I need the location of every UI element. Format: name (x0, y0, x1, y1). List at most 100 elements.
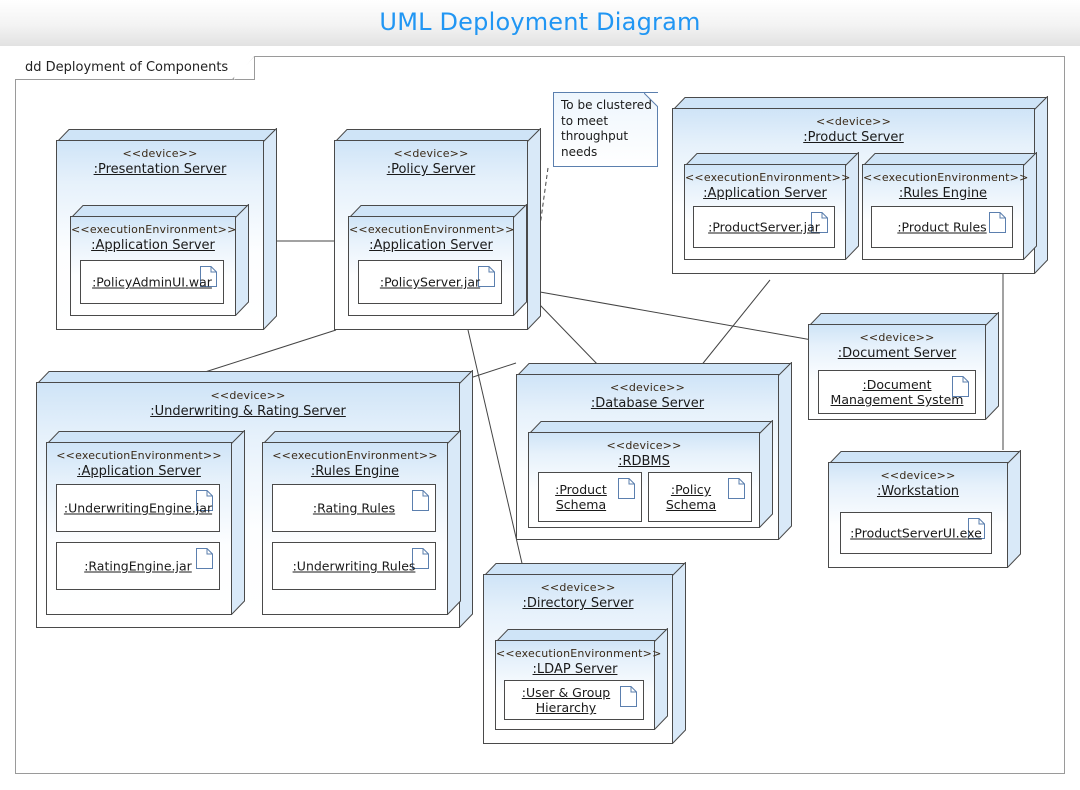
node-stereotype: <<executionEnvironment>> (56, 449, 222, 462)
artifact-ratingengine-jar[interactable]: :RatingEngine.jar (56, 542, 220, 590)
node-underwriting-rules-engine[interactable]: <<executionEnvironment>> :Rules Engine :… (261, 429, 461, 616)
artifact-label: :Document Management System (830, 377, 964, 407)
artifact-label: :ProductServerUI.exe (850, 525, 982, 541)
node-stereotype: <<device>> (393, 147, 469, 160)
node-stereotype: <<executionEnvironment>> (496, 647, 662, 660)
node-underwriting-rating-server[interactable]: <<device>> :Underwriting & Rating Server… (35, 369, 473, 629)
node-side-face (263, 127, 277, 331)
document-icon (478, 266, 495, 287)
document-icon (952, 376, 969, 397)
artifact-label: :UnderwritingEngine.jar (63, 500, 213, 516)
node-side-face (527, 127, 541, 331)
artifact-label: :Product Schema (555, 482, 607, 512)
artifact-productserverui-exe[interactable]: :ProductServerUI.exe (840, 512, 992, 554)
artifact-label: :Rating Rules (312, 500, 396, 516)
node-name: :Rules Engine (310, 464, 400, 479)
artifact-rating-rules[interactable]: :Rating Rules (272, 484, 436, 532)
note-clustering: To be clustered to meet throughput needs (553, 92, 659, 167)
node-name: :Application Server (369, 238, 493, 253)
node-product-app-server[interactable]: <<executionEnvironment>> :Application Se… (683, 151, 859, 261)
node-name: :Database Server (590, 396, 705, 411)
node-name: :Policy Server (386, 162, 476, 177)
node-product-rules-engine[interactable]: <<executionEnvironment>> :Rules Engine :… (861, 151, 1037, 261)
node-stereotype: <<executionEnvironment>> (349, 223, 515, 236)
node-name: :Underwriting & Rating Server (150, 404, 346, 419)
document-icon (412, 490, 429, 511)
app-header: UML Deployment Diagram (0, 0, 1080, 46)
artifact-underwriting-rules[interactable]: :Underwriting Rules (272, 542, 436, 590)
artifact-label: :PolicyServer.jar (379, 274, 481, 290)
node-name: :Application Server (703, 186, 827, 201)
node-name: :Application Server (77, 464, 201, 479)
document-icon (200, 266, 217, 287)
node-side-face (759, 419, 773, 529)
frame-label-text: dd Deployment of Components (25, 60, 229, 75)
artifact-document-management-system[interactable]: :Document Management System (818, 370, 976, 414)
node-side-face (1007, 449, 1021, 569)
node-side-face (1023, 151, 1037, 261)
artifact-label: :Product Rules (897, 219, 987, 235)
document-icon (620, 686, 637, 707)
artifact-underwritingengine-jar[interactable]: :UnderwritingEngine.jar (56, 484, 220, 532)
note-fold-corner (643, 92, 659, 108)
document-icon (412, 548, 429, 569)
node-presentation-server[interactable]: <<device>> :Presentation Server <<execut… (55, 127, 277, 331)
artifact-label: :Policy Schema (665, 482, 717, 512)
artifact-productserver-jar[interactable]: :ProductServer.jar (693, 206, 835, 248)
note-text: To be clustered to meet throughput needs (561, 98, 652, 159)
node-stereotype: <<device>> (859, 331, 935, 344)
node-side-face (845, 151, 859, 261)
document-icon (728, 478, 745, 499)
artifact-label: :RatingEngine.jar (84, 558, 192, 574)
node-stereotype: <<executionEnvironment>> (685, 171, 851, 184)
node-side-face (778, 361, 792, 541)
document-icon (618, 478, 635, 499)
node-product-server[interactable]: <<device>> :Product Server <<executionEn… (671, 95, 1048, 275)
node-side-face (985, 311, 999, 421)
artifact-policyadminui-war[interactable]: :PolicyAdminUI.war (80, 260, 224, 304)
node-name: :Rules Engine (898, 186, 988, 201)
node-directory-server[interactable]: <<device>> :Directory Server <<execution… (482, 561, 686, 745)
node-side-face (513, 203, 527, 317)
node-policy-server[interactable]: <<device>> :Policy Server <<executionEnv… (333, 127, 541, 331)
artifact-policyserver-jar[interactable]: :PolicyServer.jar (358, 260, 502, 304)
artifact-product-schema[interactable]: :Product Schema (538, 472, 642, 522)
node-name: :Presentation Server (93, 162, 227, 177)
node-name: :Document Server (837, 346, 957, 361)
artifact-product-rules[interactable]: :Product Rules (871, 206, 1013, 248)
node-name: :RDBMS (618, 454, 670, 469)
node-presentation-app-server[interactable]: <<executionEnvironment>> :Application Se… (69, 203, 249, 317)
node-stereotype: <<device>> (122, 147, 198, 160)
frame-label: dd Deployment of Components (15, 56, 256, 80)
artifact-user-group-hierarchy[interactable]: :User & Group Hierarchy (504, 680, 644, 720)
node-name: :LDAP Server (532, 662, 618, 677)
node-side-face (654, 627, 668, 731)
node-stereotype: <<device>> (606, 439, 682, 452)
document-icon (811, 212, 828, 233)
node-side-face (235, 203, 249, 317)
artifact-label: :User & Group Hierarchy (521, 685, 611, 715)
document-icon (989, 212, 1006, 233)
artifact-label: :Underwriting Rules (292, 558, 416, 574)
node-database-server[interactable]: <<device>> :Database Server <<device>> :… (515, 361, 792, 541)
node-rdbms[interactable]: <<device>> :RDBMS :Product Schema (527, 419, 773, 529)
node-policy-app-server[interactable]: <<executionEnvironment>> :Application Se… (347, 203, 527, 317)
node-stereotype: <<device>> (210, 389, 286, 402)
node-stereotype: <<executionEnvironment>> (863, 171, 1029, 184)
node-stereotype: <<device>> (816, 115, 891, 128)
artifact-policy-schema[interactable]: :Policy Schema (648, 472, 752, 522)
node-stereotype: <<executionEnvironment>> (71, 223, 237, 236)
node-document-server[interactable]: <<device>> :Document Server :Document Ma… (807, 311, 999, 421)
node-stereotype: <<executionEnvironment>> (272, 449, 438, 462)
node-underwriting-app-server[interactable]: <<executionEnvironment>> :Application Se… (45, 429, 245, 616)
document-icon (196, 548, 213, 569)
node-workstation[interactable]: <<device>> :Workstation :ProductServerUI… (827, 449, 1021, 569)
document-icon (196, 490, 213, 511)
artifact-label: :PolicyAdminUI.war (92, 274, 212, 290)
node-stereotype: <<device>> (610, 381, 685, 394)
node-name: :Workstation (876, 484, 960, 499)
node-ldap-server[interactable]: <<executionEnvironment>> :LDAP Server :U… (494, 627, 668, 731)
document-icon (968, 518, 985, 539)
node-name: :Product Server (803, 130, 904, 145)
